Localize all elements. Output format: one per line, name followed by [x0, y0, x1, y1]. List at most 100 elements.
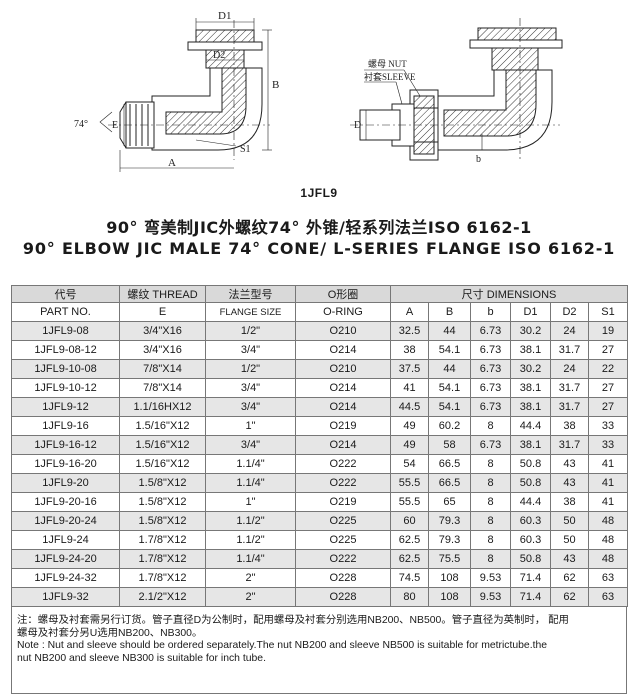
cell-dim-d1: 44.4	[510, 416, 551, 436]
cell-o-ring: O225	[295, 530, 391, 550]
cell-dim-d2: 24	[550, 321, 589, 341]
cell-dim-s1: 22	[587, 359, 629, 379]
cell-dim-d2: 62	[550, 587, 589, 607]
cell-flange-size: 3/4"	[205, 340, 296, 360]
cell-dim-d1: 60.3	[510, 530, 551, 550]
header-b-lower: b	[470, 302, 511, 322]
cell-flange-size: 1"	[205, 492, 296, 512]
label-b-small: b	[476, 154, 481, 165]
cell-dim-b-upper: 54.1	[428, 397, 471, 417]
cell-dim-a: 37.5	[390, 359, 429, 379]
cell-thread-e: 1.5/8"X12	[119, 492, 206, 512]
cell-thread-e: 3/4"X16	[119, 321, 206, 341]
cell-o-ring: O222	[295, 549, 391, 569]
cell-dim-s1: 33	[587, 435, 629, 455]
table-header-row-2: PART NO. E FLANGE SIZE O-RING A B b D1 D…	[11, 302, 629, 322]
cell-dim-d1: 38.1	[510, 340, 551, 360]
cell-thread-e: 1.5/16"X12	[119, 416, 206, 436]
cell-part-no: 1JFL9-16	[11, 416, 120, 436]
cell-dim-d1: 30.2	[510, 321, 551, 341]
cell-flange-size: 1.1/4"	[205, 549, 296, 569]
header-part-cn: 代号	[11, 285, 120, 303]
cell-dim-d2: 31.7	[550, 435, 589, 455]
cell-dim-d1: 50.8	[510, 454, 551, 474]
cell-thread-e: 1.7/8"X12	[119, 530, 206, 550]
cell-o-ring: O228	[295, 568, 391, 588]
cell-dim-b-upper: 108	[428, 587, 471, 607]
cell-flange-size: 1/2"	[205, 321, 296, 341]
label-a: A	[168, 157, 176, 169]
cell-dim-b-upper: 44	[428, 359, 471, 379]
cell-dim-a: 80	[390, 587, 429, 607]
cell-dim-s1: 41	[587, 473, 629, 493]
cell-o-ring: O214	[295, 435, 391, 455]
right-assembly-drawing	[350, 18, 563, 161]
cell-dim-s1: 27	[587, 378, 629, 398]
cell-dim-b-upper: 65	[428, 492, 471, 512]
cell-dim-a: 62.5	[390, 549, 429, 569]
header-d1: D1	[510, 302, 551, 322]
cell-flange-size: 2"	[205, 568, 296, 588]
cell-dim-d2: 43	[550, 473, 589, 493]
cell-part-no: 1JFL9-24-32	[11, 568, 120, 588]
cell-dim-b-upper: 79.3	[428, 530, 471, 550]
note-box: 注：螺母及衬套需另行订货。管子直径D为公制时，配用螺母及衬套分别选用NB200、…	[11, 606, 627, 694]
cell-dim-a: 74.5	[390, 568, 429, 588]
cell-dim-b-upper: 44	[428, 321, 471, 341]
cell-dim-b-lower: 9.53	[470, 568, 511, 588]
cell-dim-s1: 41	[587, 454, 629, 474]
cell-dim-b-lower: 9.53	[470, 587, 511, 607]
cell-dim-d1: 44.4	[510, 492, 551, 512]
cell-dim-s1: 48	[587, 511, 629, 531]
cell-flange-size: 1.1/2"	[205, 530, 296, 550]
part-number: 1JFL9	[300, 186, 338, 200]
cell-dim-s1: 19	[587, 321, 629, 341]
label-e: E	[112, 120, 118, 131]
cell-dim-d2: 50	[550, 511, 589, 531]
cell-part-no: 1JFL9-10-12	[11, 378, 120, 398]
cell-dim-d1: 30.2	[510, 359, 551, 379]
cell-thread-e: 1.5/8"X12	[119, 511, 206, 531]
cell-dim-b-lower: 8	[470, 473, 511, 493]
note-en-line-2: nut NB200 and sleeve NB300 is suitable f…	[17, 652, 266, 664]
cell-flange-size: 1.1/4"	[205, 473, 296, 493]
cell-dim-b-upper: 108	[428, 568, 471, 588]
cell-thread-e: 1.7/8"X12	[119, 549, 206, 569]
cell-dim-a: 41	[390, 378, 429, 398]
cell-dim-b-upper: 75.5	[428, 549, 471, 569]
label-d2: D2	[213, 50, 225, 61]
cell-dim-d2: 62	[550, 568, 589, 588]
cell-dim-a: 62.5	[390, 530, 429, 550]
cell-dim-s1: 48	[587, 530, 629, 550]
label-nut: 螺母 NUT	[368, 59, 407, 69]
cell-part-no: 1JFL9-20-16	[11, 492, 120, 512]
cell-dim-s1: 27	[587, 340, 629, 360]
cell-part-no: 1JFL9-32	[11, 587, 120, 607]
cell-dim-d1: 71.4	[510, 568, 551, 588]
cell-dim-s1: 48	[587, 549, 629, 569]
header-b-upper: B	[428, 302, 471, 322]
cell-dim-d1: 71.4	[510, 587, 551, 607]
cell-dim-b-upper: 54.1	[428, 340, 471, 360]
cell-dim-d1: 50.8	[510, 549, 551, 569]
cell-part-no: 1JFL9-10-08	[11, 359, 120, 379]
cell-dim-d2: 50	[550, 530, 589, 550]
cell-part-no: 1JFL9-16-20	[11, 454, 120, 474]
cell-dim-d2: 24	[550, 359, 589, 379]
cell-o-ring: O210	[295, 359, 391, 379]
header-dimensions: 尺寸 DIMENSIONS	[389, 285, 629, 303]
cell-dim-d2: 31.7	[550, 340, 589, 360]
cell-dim-b-upper: 66.5	[428, 454, 471, 474]
cell-part-no: 1JFL9-16-12	[11, 435, 120, 455]
